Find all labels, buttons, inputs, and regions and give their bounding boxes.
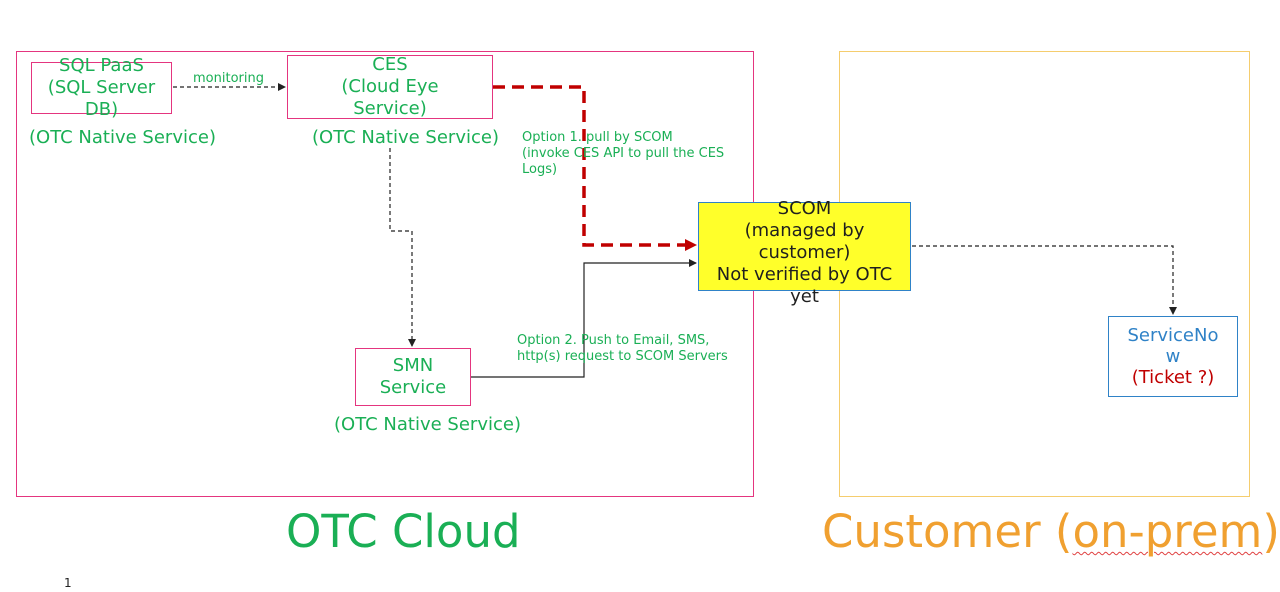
option1-edge-label: Option 1. pull by SCOM (invoke CES API t… <box>522 130 725 177</box>
option2-edge-label: Option 2. Push to Email, SMS, http(s) re… <box>517 333 728 364</box>
smn-label: SMN Service <box>379 355 447 398</box>
customer-title: Customer (on-prem) <box>822 505 1280 558</box>
customer-title-suffix: ) <box>1262 505 1280 558</box>
servicenow-label: ServiceNo w <box>1127 325 1219 367</box>
ces-native-label: (OTC Native Service) <box>312 127 499 148</box>
customer-title-onprem: on-prem <box>1072 505 1263 558</box>
customer-title-prefix: Customer ( <box>822 505 1073 558</box>
servicenow-node: ServiceNo w (Ticket ?) <box>1108 316 1238 397</box>
edge-ces-to-scom-option1 <box>493 85 697 251</box>
edge-scom-to-servicenow <box>912 245 1177 315</box>
edge-smn-to-scom-option2 <box>471 259 697 378</box>
sql-paas-node: SQL PaaS (SQL Server DB) <box>31 55 172 120</box>
ces-node: CES (Cloud Eye Service) <box>287 54 493 119</box>
scom-label: SCOM (managed by customer) Not verified … <box>716 197 893 307</box>
smn-native-label: (OTC Native Service) <box>334 414 521 435</box>
ces-label: CES (Cloud Eye Service) <box>341 54 439 119</box>
otc-cloud-title: OTC Cloud <box>286 505 521 558</box>
edge-ces-to-smn <box>389 148 416 347</box>
monitoring-edge-label: monitoring <box>193 71 264 86</box>
page-number: 1 <box>64 576 72 590</box>
sql-paas-label: SQL PaaS (SQL Server DB) <box>47 55 156 120</box>
sql-native-label: (OTC Native Service) <box>29 127 216 148</box>
scom-node: SCOM (managed by customer) Not verified … <box>698 198 911 307</box>
ticket-label: (Ticket ?) <box>1131 367 1215 388</box>
smn-node: SMN Service <box>355 348 471 406</box>
